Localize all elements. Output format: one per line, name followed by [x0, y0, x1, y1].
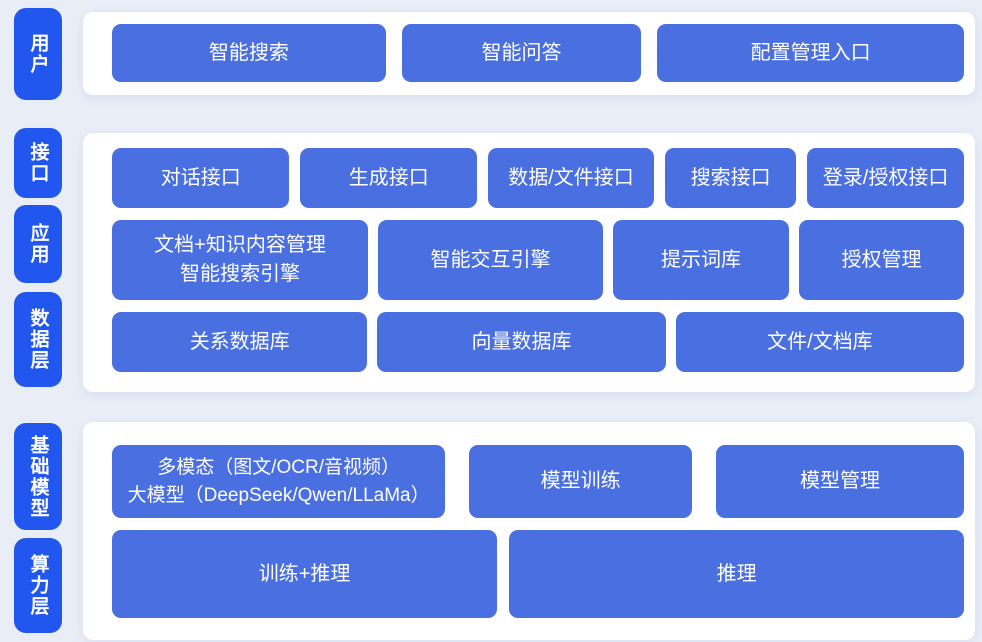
block-doc-knowledge-line1: 文档+知识内容管理: [154, 234, 326, 256]
layer-label-application-text: 应用: [27, 223, 49, 265]
layer-label-foundation-model-text: 基础模型: [27, 434, 49, 519]
layer-label-interface: 接口: [14, 128, 62, 198]
row-application: 文档+知识内容管理 智能搜索引擎 智能交互引擎 提示词库 授权管理: [112, 220, 964, 300]
block-interaction-engine: 智能交互引擎: [378, 220, 603, 300]
row-compute: 训练+推理 推理: [112, 530, 964, 618]
layer-label-foundation-model: 基础模型: [14, 423, 62, 530]
block-inference: 推理: [509, 530, 964, 618]
layer-label-compute-text: 算力层: [27, 554, 49, 617]
panel-bottom-layers: 多模态（图文/OCR/音视频） 大模型（DeepSeek/Qwen/LLaMa）…: [83, 422, 975, 640]
block-doc-knowledge-line2: 智能搜索引擎: [180, 263, 300, 285]
block-search-api: 搜索接口: [665, 148, 797, 208]
block-login-auth-api: 登录/授权接口: [807, 148, 964, 208]
block-prompt-library: 提示词库: [613, 220, 789, 300]
block-smart-qa: 智能问答: [401, 24, 642, 82]
layer-label-user: 用户: [14, 8, 62, 100]
block-smart-search: 智能搜索: [112, 24, 386, 82]
row-user: 智能搜索 智能问答 配置管理入口: [112, 24, 964, 82]
panel-user-layer: 智能搜索 智能问答 配置管理入口: [83, 12, 975, 95]
layer-label-data-text: 数据层: [27, 308, 49, 371]
block-generation-api: 生成接口: [300, 148, 477, 208]
block-train-inference: 训练+推理: [112, 530, 498, 618]
panel-middle-layers: 对话接口 生成接口 数据/文件接口 搜索接口 登录/授权接口 文档+知识内容管理…: [83, 133, 975, 392]
block-data-file-api: 数据/文件接口: [487, 148, 655, 208]
block-multimodal-llm: 多模态（图文/OCR/音视频） 大模型（DeepSeek/Qwen/LLaMa）: [112, 445, 446, 518]
block-model-training: 模型训练: [469, 445, 693, 518]
block-vector-db: 向量数据库: [377, 312, 666, 372]
layer-label-interface-text: 接口: [27, 142, 49, 184]
layer-label-compute: 算力层: [14, 538, 62, 633]
block-auth-management: 授权管理: [799, 220, 964, 300]
layer-label-application: 应用: [14, 205, 62, 283]
block-dialog-api: 对话接口: [112, 148, 290, 208]
row-interface: 对话接口 生成接口 数据/文件接口 搜索接口 登录/授权接口: [112, 148, 964, 208]
block-config-entry: 配置管理入口: [657, 24, 964, 82]
block-file-doc-store: 文件/文档库: [675, 312, 965, 372]
block-doc-knowledge-search-engine: 文档+知识内容管理 智能搜索引擎: [112, 220, 368, 300]
block-relational-db: 关系数据库: [112, 312, 368, 372]
block-multimodal-line2: 大模型（DeepSeek/Qwen/LLaMa）: [127, 484, 430, 506]
row-data: 关系数据库 向量数据库 文件/文档库: [112, 312, 965, 372]
block-multimodal-line1: 多模态（图文/OCR/音视频）: [157, 456, 401, 478]
block-model-management: 模型管理: [716, 445, 964, 518]
layer-label-user-text: 用户: [27, 33, 49, 75]
layer-label-data: 数据层: [14, 292, 62, 387]
row-foundation-model: 多模态（图文/OCR/音视频） 大模型（DeepSeek/Qwen/LLaMa）…: [112, 445, 964, 518]
